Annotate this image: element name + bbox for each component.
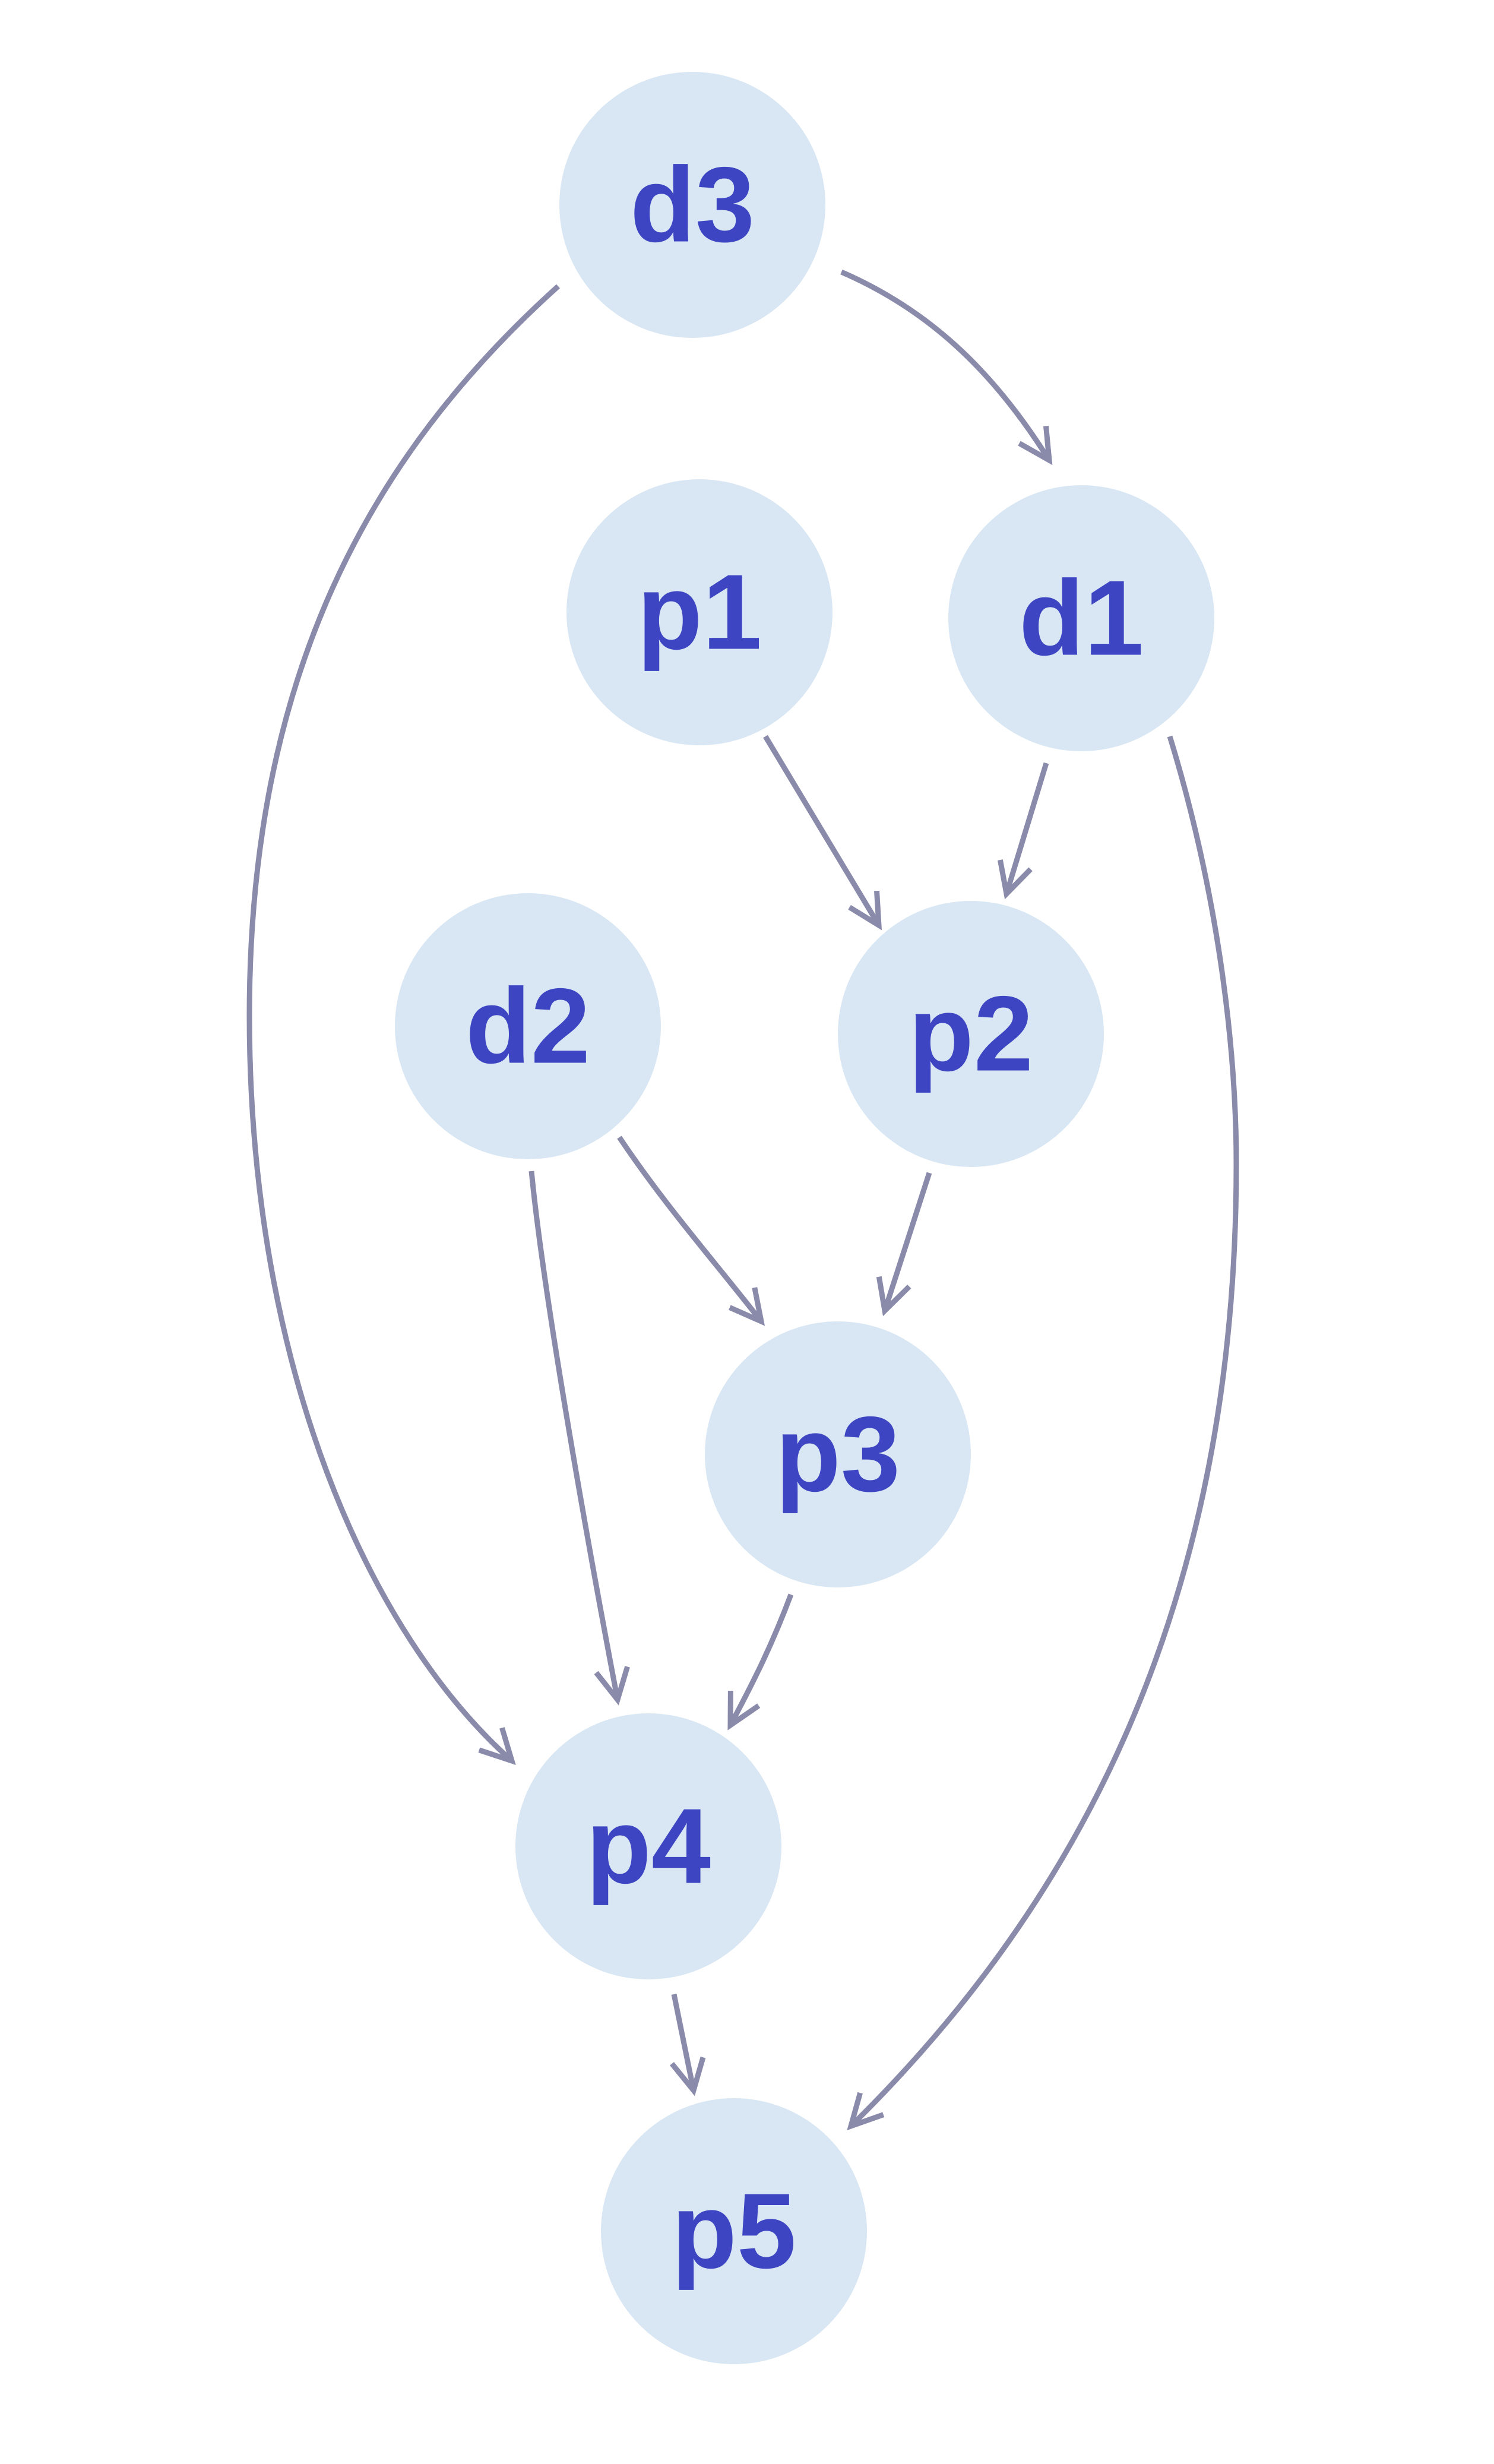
node-label: d1	[1019, 559, 1144, 678]
edge-p4-p5	[670, 1994, 706, 2096]
edge-line	[840, 269, 1052, 462]
edge-line	[728, 1593, 794, 1727]
node-label: p3	[776, 1395, 900, 1514]
arrowhead-icon	[727, 1690, 761, 1731]
edge-d3-p4	[246, 284, 561, 1765]
node-circle	[559, 72, 825, 338]
arrowhead-icon	[729, 1287, 765, 1326]
node-label: p1	[637, 553, 762, 672]
node-label: p4	[586, 1787, 711, 1906]
edge-line	[763, 735, 881, 927]
node-d2: d2	[395, 893, 661, 1159]
edge-line	[882, 1172, 932, 1312]
node-d1: d1	[948, 485, 1214, 751]
node-p5: p5	[601, 2098, 867, 2364]
node-label: p2	[909, 975, 1033, 1094]
edge-d1-p2	[997, 762, 1049, 900]
node-d3: d3	[559, 72, 825, 338]
edge-d1-p5	[847, 735, 1239, 2131]
node-p1: p1	[566, 479, 833, 745]
node-circle	[601, 2098, 867, 2364]
edge-p2-p3	[876, 1172, 932, 1317]
arrowhead-icon	[997, 859, 1033, 900]
node-circle	[838, 901, 1104, 1167]
node-circle	[705, 1321, 971, 1587]
arrowhead-icon	[848, 890, 882, 931]
arrowhead-icon	[594, 1666, 630, 1706]
node-circle	[566, 479, 833, 745]
edge-d2-p3	[617, 1135, 765, 1326]
node-circle	[948, 485, 1214, 751]
arrowhead-icon	[847, 2092, 885, 2131]
edge-line	[246, 284, 561, 1763]
node-label: p5	[672, 2172, 796, 2291]
edge-p3-p4	[727, 1593, 794, 1731]
arrowhead-icon	[670, 2056, 706, 2096]
nodes-layer: d3 p1 d1 d2 p2 p3 p4 p5	[395, 72, 1214, 2364]
node-p4: p4	[515, 1713, 781, 1979]
node-label: d3	[630, 146, 755, 265]
node-label: d2	[466, 967, 590, 1086]
edge-line	[849, 735, 1239, 2128]
edge-line	[617, 1135, 764, 1323]
node-p3: p3	[705, 1321, 971, 1587]
node-p2: p2	[838, 901, 1104, 1167]
edge-line	[671, 1994, 697, 2091]
arrowhead-icon	[876, 1276, 911, 1317]
edge-p1-p2	[763, 735, 882, 931]
node-circle	[515, 1713, 781, 1979]
edge-line	[1004, 762, 1049, 895]
edge-d2-p4	[528, 1171, 630, 1706]
arrowhead-icon	[1018, 425, 1053, 466]
edge-line	[528, 1171, 621, 1700]
edges-layer	[246, 269, 1239, 2131]
node-circle	[395, 893, 661, 1159]
arrowhead-icon	[478, 1727, 516, 1765]
edge-d3-d1	[840, 269, 1053, 466]
